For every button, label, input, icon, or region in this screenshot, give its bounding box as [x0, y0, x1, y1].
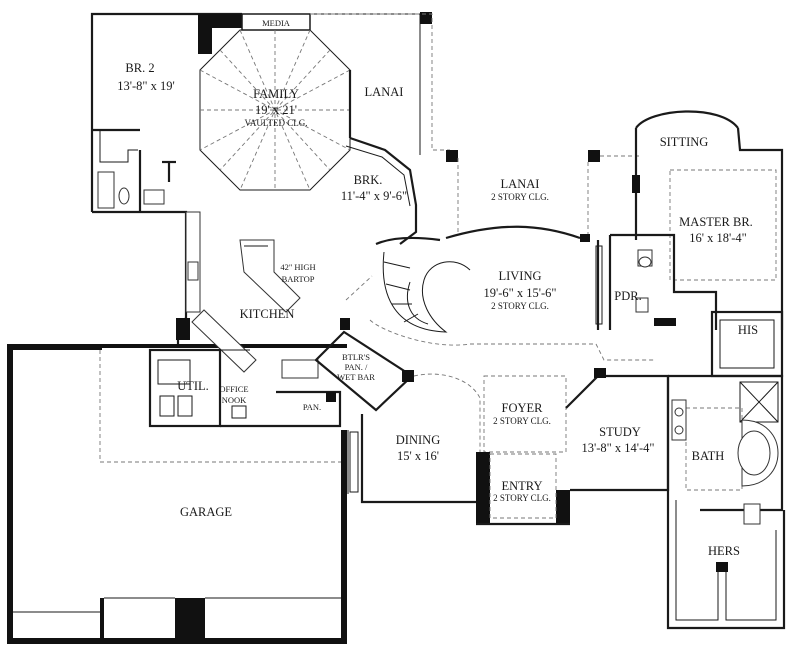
- btlrs-line1: BTLR'S: [342, 352, 370, 362]
- living-name: LIVING: [498, 269, 541, 283]
- family-room: [198, 13, 352, 191]
- dining-room: [347, 414, 476, 504]
- lanai-center-name: LANAI: [501, 177, 540, 191]
- lanai-center: [457, 155, 640, 234]
- util-name: UTIL.: [177, 379, 209, 393]
- foyer-note: 2 STORY CLG.: [493, 416, 551, 426]
- family-note: VAULTED CLG.: [244, 118, 307, 128]
- entry-name: ENTRY: [502, 479, 543, 493]
- bartop-line2: BARTOP: [282, 274, 315, 284]
- foyer-name: FOYER: [502, 401, 544, 415]
- hers-closet: [666, 376, 786, 630]
- btlrs-line2: PAN. /: [345, 362, 368, 372]
- foyer-entry: [413, 373, 570, 526]
- hers-name: HERS: [708, 544, 740, 558]
- br2-size: 13'-8" x 19': [117, 79, 175, 93]
- lanai-center-note: 2 STORY CLG.: [491, 192, 549, 202]
- office-line2: NOOK: [222, 395, 247, 405]
- bartop-line1: 42" HIGH: [280, 262, 315, 272]
- dining-name: DINING: [396, 433, 440, 447]
- media-label: MEDIA: [262, 18, 291, 28]
- brk-name: BRK.: [354, 173, 383, 187]
- study-room: [565, 368, 670, 492]
- his-closet: [710, 310, 784, 378]
- pdr-name: PDR.: [614, 289, 641, 303]
- butlers-pantry: [314, 318, 414, 412]
- brk-size: 11'-4" x 9'-6": [341, 189, 407, 203]
- entry-note: 2 STORY CLG.: [493, 493, 551, 503]
- bath-name: BATH: [692, 449, 725, 463]
- living-note: 2 STORY CLG.: [491, 301, 549, 311]
- master-suite: [608, 110, 784, 330]
- lanai-top: [310, 12, 600, 162]
- study-name: STUDY: [599, 425, 641, 439]
- master-name: MASTER BR.: [679, 215, 753, 229]
- utility-area: [148, 348, 342, 428]
- family-name: FAMILY: [253, 87, 299, 101]
- garage-walls: [7, 344, 347, 644]
- stair: [375, 236, 471, 333]
- room-labels: BR. 2 13'-8" x 19' MEDIA FAMILY 19' x 21…: [117, 18, 758, 558]
- br2-name: BR. 2: [125, 61, 154, 75]
- master-size: 16' x 18'-4": [689, 231, 747, 245]
- dining-size: 15' x 16': [397, 449, 439, 463]
- office-line1: OFFICE: [219, 384, 248, 394]
- btlrs-line3: WET BAR: [337, 372, 375, 382]
- sitting-name: SITTING: [660, 135, 709, 149]
- his-name: HIS: [738, 323, 758, 337]
- living-room: [345, 225, 654, 361]
- pan-name: PAN.: [303, 402, 321, 412]
- family-size: 19' x 21': [255, 103, 297, 117]
- garage-name: GARAGE: [180, 505, 232, 519]
- bath: [668, 374, 784, 525]
- br2-walls: [90, 12, 242, 214]
- breakfast-bay: [345, 136, 418, 245]
- lanai-top-name: LANAI: [365, 85, 404, 99]
- living-size: 19'-6" x 15'-6": [483, 286, 556, 300]
- kitchen-name: KITCHEN: [240, 307, 295, 321]
- study-size: 13'-8" x 14'-4": [581, 441, 654, 455]
- kitchen: [176, 210, 301, 373]
